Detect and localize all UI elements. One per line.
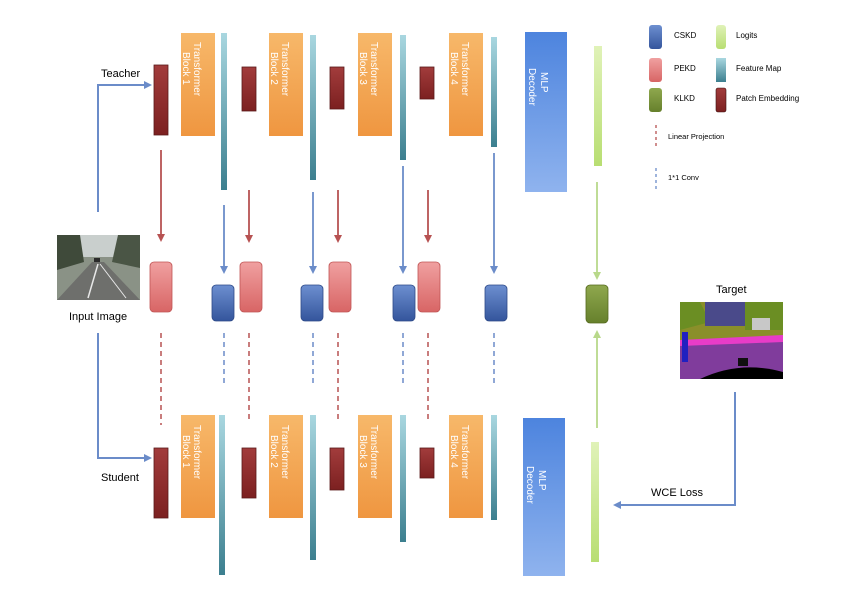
legend-klkd-swatch <box>649 88 662 112</box>
cskd-box-2 <box>300 284 324 322</box>
student-feature-map-3 <box>400 415 406 542</box>
student-patch-embedding-4 <box>419 447 435 479</box>
decoder-label-line1: MLP <box>536 470 547 491</box>
legend-patch-embedding-label: Patch Embedding <box>736 94 799 103</box>
block-label-line1: Transformer <box>279 42 290 97</box>
legend-feature-map-label: Feature Map <box>736 64 782 73</box>
block-label-line1: Transformer <box>368 42 379 97</box>
pekd-box-1 <box>149 261 173 313</box>
decoder-label-line1: MLP <box>538 72 549 93</box>
legend-logits-swatch <box>716 25 726 49</box>
block-label-line2: Block 3 <box>357 435 368 468</box>
legend-conv-label: 1*1 Conv <box>668 173 699 182</box>
student-projection-lines <box>160 330 601 428</box>
teacher-distillation-arrows <box>157 150 601 280</box>
teacher-patch-embedding-4 <box>419 66 435 100</box>
input-image <box>57 235 140 300</box>
student-patch-embedding-2 <box>241 447 257 499</box>
student-label: Student <box>101 472 139 484</box>
student-feature-map-2 <box>310 415 316 560</box>
pekd-box-4 <box>417 261 441 313</box>
target-to-loss-arrow <box>613 392 736 509</box>
block-label-line2: Block 2 <box>268 52 279 85</box>
cskd-box-1 <box>211 284 235 322</box>
teacher-transformer-block-3: Transformer Block 3 <box>357 33 392 136</box>
teacher-feature-map-3 <box>400 35 406 160</box>
block-label-line1: Transformer <box>459 42 470 97</box>
student-patch-embedding-3 <box>329 447 345 491</box>
legend-pekd-swatch <box>649 58 662 82</box>
block-label-line1: Transformer <box>191 425 202 480</box>
teacher-patch-embedding-1 <box>153 64 169 136</box>
target-label: Target <box>716 284 747 296</box>
block-label-line2: Block 1 <box>180 435 191 468</box>
student-transformer-block-4: Transformer Block 4 <box>448 415 483 518</box>
legend-feature-map-swatch <box>716 58 726 82</box>
teacher-feature-map-1 <box>221 33 227 190</box>
block-label-line1: Transformer <box>368 425 379 480</box>
legend-logits-label: Logits <box>736 31 757 40</box>
teacher-mlp-decoder: MLP Decoder <box>525 32 567 192</box>
student-patch-embedding-1 <box>153 447 169 519</box>
teacher-feature-map-4 <box>491 37 497 147</box>
teacher-label: Teacher <box>101 68 140 80</box>
legend-pekd-label: PEKD <box>674 64 696 73</box>
student-mlp-decoder: MLP Decoder <box>523 418 565 576</box>
input-to-teacher-arrow <box>97 81 152 212</box>
legend: CSKD PEKD KLKD Logits Feature Map Patch … <box>649 25 799 189</box>
teacher-transformer-block-1: Transformer Block 1 <box>180 33 215 136</box>
legend-cskd-swatch <box>649 25 662 49</box>
block-label-line2: Block 3 <box>357 52 368 85</box>
cskd-box-3 <box>392 284 416 322</box>
klkd-box <box>585 284 609 324</box>
teacher-transformer-block-2: Transformer Block 2 <box>268 33 303 136</box>
student-branch: Transformer Block 1 Transformer Block 2 … <box>153 415 599 576</box>
block-label-line2: Block 1 <box>180 52 191 85</box>
student-logits <box>591 442 599 562</box>
legend-cskd-label: CSKD <box>674 31 696 40</box>
wce-loss-label: WCE Loss <box>651 487 703 499</box>
teacher-transformer-block-4: Transformer Block 4 <box>448 33 483 136</box>
pekd-box-3 <box>328 261 352 313</box>
student-feature-map-4 <box>491 415 497 520</box>
distillation-losses <box>149 261 609 324</box>
teacher-logits <box>594 46 602 166</box>
input-to-student-arrow <box>97 333 152 462</box>
student-transformer-block-1: Transformer Block 1 <box>180 415 215 518</box>
decoder-label-line2: Decoder <box>524 466 535 504</box>
block-label-line1: Transformer <box>279 425 290 480</box>
teacher-feature-map-2 <box>310 35 316 180</box>
block-label-line2: Block 4 <box>448 52 459 85</box>
student-transformer-block-3: Transformer Block 3 <box>357 415 392 518</box>
block-label-line1: Transformer <box>459 425 470 480</box>
teacher-patch-embedding-2 <box>241 66 257 112</box>
block-label-line2: Block 4 <box>448 435 459 468</box>
teacher-patch-embedding-3 <box>329 66 345 110</box>
student-feature-map-1 <box>219 415 225 575</box>
input-image-label: Input Image <box>69 311 127 323</box>
teacher-branch: Transformer Block 1 Transformer Block 2 … <box>153 32 602 192</box>
pekd-box-2 <box>239 261 263 313</box>
student-transformer-block-2: Transformer Block 2 <box>268 415 303 518</box>
block-label-line1: Transformer <box>191 42 202 97</box>
target-image <box>680 302 783 379</box>
cskd-box-4 <box>484 284 508 322</box>
decoder-label-line2: Decoder <box>526 68 537 106</box>
legend-linear-projection-label: Linear Projection <box>668 132 724 141</box>
block-label-line2: Block 2 <box>268 435 279 468</box>
legend-klkd-label: KLKD <box>674 94 695 103</box>
legend-patch-embedding-swatch <box>715 87 727 113</box>
